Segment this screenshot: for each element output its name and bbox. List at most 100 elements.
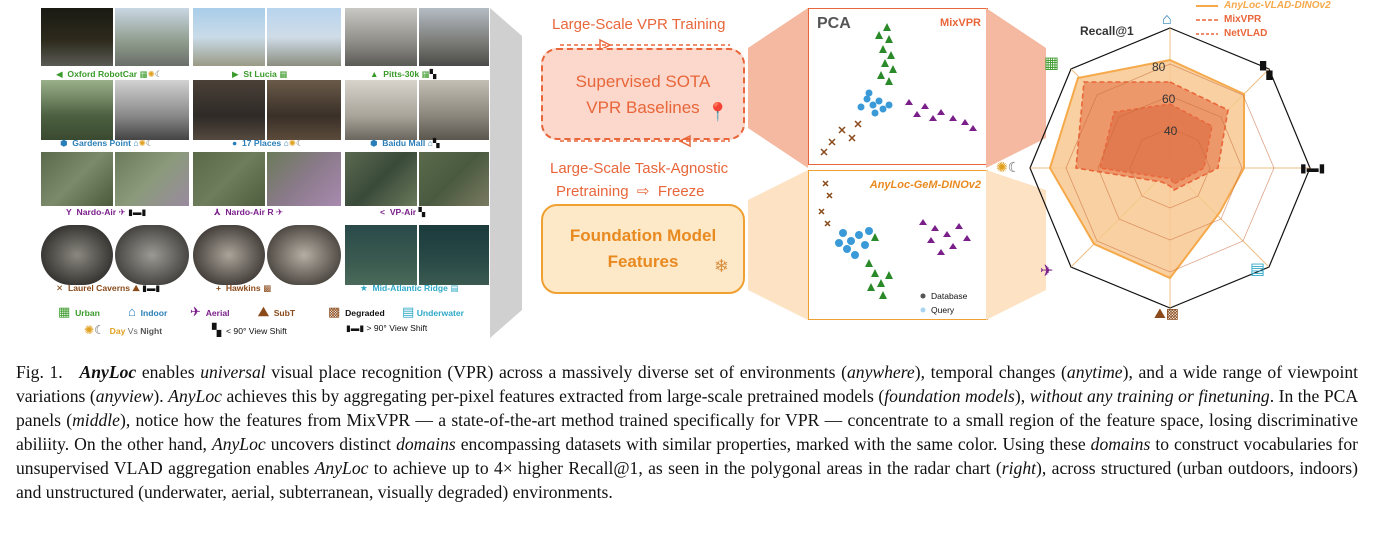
legend-day-label: Day	[109, 326, 126, 336]
caption-emph: anywhere	[847, 362, 915, 382]
legend-indoor-label: Indoor	[140, 308, 168, 318]
foundation-line1: Foundation Model	[569, 226, 717, 245]
radar-legend: AnyLoc-VLAD-DINOv2 MixVPR NetVLAD	[1196, 0, 1356, 44]
gardens-point-image-2	[115, 80, 189, 140]
legend-subt: ⛰ SubT	[258, 304, 295, 320]
arrow-icon: ⇨	[636, 183, 650, 200]
top-back-arrow	[560, 134, 730, 148]
sun-icon: ✺	[84, 323, 95, 337]
sun-icon: ✺	[288, 138, 296, 148]
caption-emph: anyview	[95, 386, 154, 406]
legend-underwater-label: Underwater	[416, 308, 464, 318]
freeze-label: Freeze	[657, 183, 705, 200]
dataset-label: ▲ Pitts-30k ▦▚	[370, 69, 436, 80]
cave-icon: ⛰	[132, 283, 140, 293]
moon-icon: ☾	[145, 138, 154, 148]
legend-netvlad: NetVLAD	[1224, 28, 1268, 39]
building-icon: ▦	[58, 304, 71, 319]
legend-aerial: ✈ Aerial	[190, 304, 230, 320]
legend-database: Database	[931, 291, 968, 301]
caption-text: to achieve up to 4× higher Recall@1, as …	[368, 458, 1002, 478]
radar-tick-40: 40	[1164, 124, 1178, 138]
radar-chart: ⌂ ▚ ▮▬▮ ▤ ⛰▩ ✈ ✺☾ ▦	[996, 11, 1325, 321]
building-icon: ▦	[139, 69, 148, 79]
legend-anyloc: AnyLoc-VLAD-DINOv2	[1224, 0, 1331, 11]
dataset-marker: +	[216, 283, 222, 293]
legend-large-shift-label: > 90° View Shift	[366, 323, 428, 333]
plane-icon: ✈	[275, 207, 284, 217]
mid-atlantic-image-2	[419, 225, 489, 285]
radar-urban-icon: ▦	[1044, 55, 1059, 72]
radar-aerial-icon: ✈	[1040, 263, 1053, 280]
caption-emph: middle	[72, 410, 120, 430]
wide-view-shift-icon: ▮▬▮	[128, 207, 147, 217]
caption-text: . In the PCA panels (	[16, 386, 1359, 430]
snowflake-icon: ❄	[713, 256, 729, 276]
dataset-name: Nardo-Air	[76, 207, 117, 217]
view-shift-icon: ▚	[429, 69, 437, 79]
dataset-label: + Hawkins ▩	[216, 283, 271, 294]
17-places-image-2	[267, 80, 341, 140]
legend-urban-label: Urban	[75, 308, 100, 318]
nardo-air-r-image-1	[193, 152, 265, 206]
caption-text: ).	[153, 386, 169, 406]
legend-indoor: ⌂ Indoor	[128, 304, 167, 319]
gardens-point-image-1	[41, 80, 113, 140]
legend-aerial-label: Aerial	[205, 308, 230, 318]
dataset-marker: ★	[360, 283, 368, 293]
caption-emph: anytime	[1066, 362, 1123, 382]
house-icon: ⌂	[128, 304, 136, 319]
caption-text: to construct vocabularies for unsupervis…	[16, 434, 1358, 478]
caption-emph: foundation models	[884, 386, 1015, 406]
caption-emph: domains	[1090, 434, 1151, 454]
dataset-label: Y Nardo-Air ✈ ▮▬▮	[66, 207, 146, 218]
moon-icon: ☾	[94, 323, 105, 337]
legend-large-shift: ▮▬▮ > 90° View Shift	[346, 323, 427, 334]
baidu-mall-image-2	[419, 80, 489, 140]
pca-bottom-panel: AnyLoc-GeM-DINOv2 Databa	[808, 170, 988, 320]
house-icon: ⌂	[283, 138, 289, 148]
bottom-title-line1: Large-Scale Task-Agnostic	[550, 160, 729, 177]
dataset-marker: ◀	[56, 69, 63, 79]
legend-day-night: ✺☾ Day Vs Night	[84, 323, 162, 337]
legend-swatches	[1196, 5, 1218, 35]
supervised-box: Supervised SOTA VPR Baselines 📍	[541, 48, 745, 140]
dataset-name: Hawkins	[225, 283, 261, 293]
dataset-label: ⬢ Gardens Point ⌂✺☾	[60, 138, 154, 149]
supervised-line1: Supervised SOTA	[575, 72, 711, 91]
caption-emph: right	[1001, 458, 1037, 478]
pca-title: PCA	[817, 15, 851, 32]
caption-text: achieves this by aggregating per-pixel f…	[221, 386, 885, 406]
bottom-title-line2: Pretraining ⇨ Freeze	[556, 182, 705, 200]
top-title: Large-Scale VPR Training	[552, 16, 726, 33]
pca-connector-bottom	[748, 170, 808, 320]
dataset-marker: ▲	[370, 69, 379, 79]
radar-indoor-icon: ⌂	[1162, 11, 1172, 28]
dataset-marker: ⅄	[214, 207, 221, 217]
anyloc-points	[818, 180, 971, 313]
legend-night-label: Night	[140, 326, 163, 336]
nardo-air-r-image-2	[267, 152, 341, 206]
legend-vs-label: Vs	[127, 326, 138, 336]
method-name: AnyLoc	[314, 458, 369, 478]
netvlad-area	[1099, 103, 1213, 185]
view-shift-icon: ▚	[432, 138, 440, 148]
sun-icon: ✺	[147, 69, 155, 79]
plane-icon: ✈	[190, 304, 201, 319]
caption-text: ),	[1014, 386, 1030, 406]
sun-icon: ✺	[138, 138, 146, 148]
legend-small-shift-label: < 90° View Shift	[226, 326, 287, 336]
caption-emph: without any training or finetuning	[1029, 386, 1270, 406]
pitts-image-2	[419, 8, 489, 66]
vp-air-image-1	[345, 152, 417, 206]
pca-connector-top	[748, 8, 808, 168]
dataset-marker: ▶	[232, 69, 239, 79]
caption-text: ), across structured (urban outdoors, in…	[16, 458, 1358, 502]
degraded-icon: ▩	[328, 304, 341, 319]
dataset-marker: <	[380, 207, 386, 217]
caption-text: enables	[136, 362, 201, 382]
dataset-label: ✕ Laurel Caverns ⛰ ▮▬▮	[56, 283, 160, 294]
st-lucia-image-1	[193, 8, 265, 66]
dataset-label: ● 17 Places ⌂✺☾	[232, 138, 304, 149]
caption-paragraph: Fig. 1. AnyLoc enables universal visual …	[16, 360, 1358, 504]
